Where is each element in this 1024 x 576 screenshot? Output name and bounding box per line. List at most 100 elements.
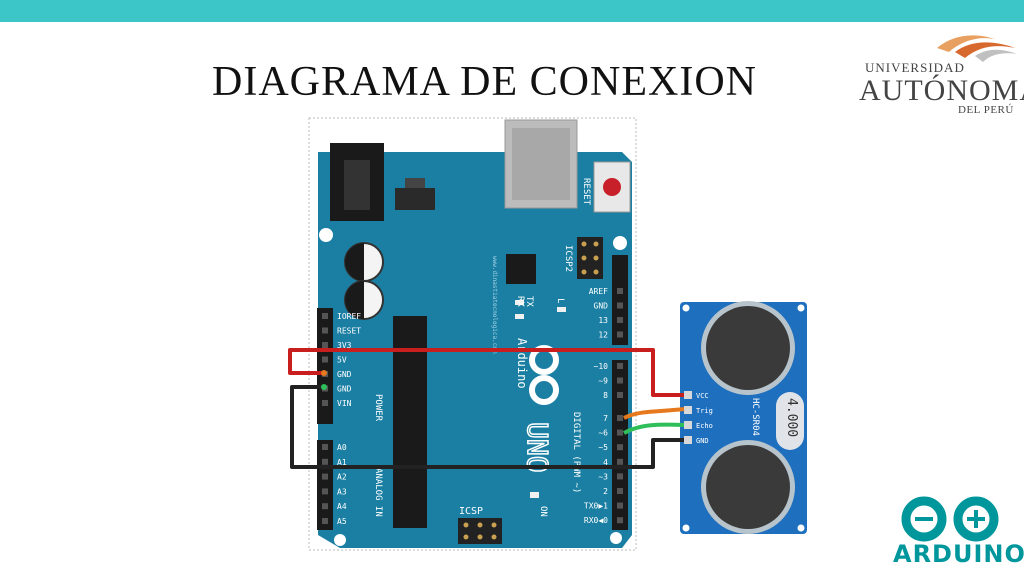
digital-pin-hole: [617, 444, 623, 451]
digital-pin-label: TX0▶1: [584, 502, 608, 511]
power-pin-hole: [322, 356, 328, 363]
power-pin-label: IOREF: [337, 312, 361, 321]
digital-pin-hole: [617, 502, 623, 509]
digital-pin-hole: [617, 363, 623, 369]
icsp2-label: ICSP2: [563, 245, 573, 272]
power-pin-hole: [322, 327, 328, 334]
sensor-pin: [684, 406, 692, 414]
university-logo-line2: AUTÓNOMA: [859, 74, 1024, 107]
digital-pin-label: GND: [594, 302, 609, 311]
board-brand: Arduino: [515, 338, 529, 389]
digital-pin-label: ~5: [598, 443, 608, 452]
rx-led: [515, 314, 524, 319]
crystal-oscillator: [776, 392, 804, 450]
mount-hole: [319, 228, 333, 242]
usb-chip: [506, 254, 536, 284]
wire-trig: [623, 407, 685, 420]
analog-pin-hole: [322, 444, 328, 450]
power-header: [317, 308, 333, 424]
digital-pin-hole: [617, 517, 623, 524]
icsp-label: ICSP: [459, 506, 483, 517]
l-label: L: [555, 298, 565, 303]
slide-title: DIAGRAMA DE CONEXION: [212, 59, 757, 105]
digital-pin-hole: [617, 302, 623, 309]
l-led: [557, 307, 566, 312]
wire-echo: [623, 422, 685, 435]
digital-pin-hole: [617, 458, 623, 465]
icsp-header: [458, 518, 502, 544]
analog-pin-hole: [322, 473, 328, 480]
analog-pin-hole: [322, 518, 328, 524]
wire-end: [321, 370, 327, 376]
analog-pin-label: A0: [337, 443, 347, 452]
university-logo: UNIVERSIDAD AUTÓNOMA DEL PERÚ: [855, 30, 1024, 120]
digital-pin-label: ~3: [598, 472, 608, 481]
sensor-pin-label: Echo: [696, 422, 713, 430]
analog-pin-label: A3: [337, 487, 347, 496]
digital-pin-hole: [617, 429, 623, 436]
rx-label: RX: [515, 296, 525, 307]
digital-pin-hole: [617, 377, 623, 384]
analog-pin-hole: [322, 458, 328, 465]
tx-label: TX: [524, 296, 534, 307]
analog-pin-hole: [322, 488, 328, 495]
mount-hole: [610, 532, 622, 544]
digital-pin-label: ~10: [594, 362, 609, 371]
power-pin-label: 3V3: [337, 341, 352, 350]
sensor-pin-label: Trig: [696, 407, 713, 415]
diagram-frame: [308, 117, 637, 551]
sensor-hole: [682, 524, 690, 532]
voltage-regulator: [395, 188, 435, 210]
power-pin-label: RESET: [337, 327, 361, 336]
mount-hole: [613, 236, 627, 250]
arduino-logo-icon: [901, 496, 999, 542]
uno-label: UNO: [521, 422, 554, 473]
power-pin-hole: [322, 313, 328, 319]
wire-vcc: [288, 348, 684, 397]
digital-pin-hole: [617, 331, 623, 338]
mount-hole: [334, 534, 346, 546]
sensor-hole: [797, 304, 805, 312]
atmega-chip: [393, 316, 427, 528]
digital-pin-hole: [617, 415, 623, 421]
arduino-logo-text: ARDUINO: [893, 540, 1024, 568]
sensor-pin: [684, 391, 692, 399]
reset-label: RESET: [581, 178, 591, 206]
digital-pin-label: 7: [603, 414, 608, 423]
icsp2-header: [577, 237, 603, 279]
digital-pin-label: ~6: [598, 429, 608, 438]
sensor-hole: [682, 304, 690, 312]
digital-pin-label: ~9: [598, 377, 608, 386]
sensor-pin: [684, 421, 692, 429]
power-pin-hole: [322, 400, 328, 406]
board-website: www.dinastiatecnologica.com: [491, 256, 498, 354]
analog-pin-label: A4: [337, 502, 347, 511]
power-section-label: POWER: [373, 394, 383, 422]
analog-pin-hole: [322, 503, 328, 510]
university-logo-line3: DEL PERÚ: [958, 104, 1014, 116]
sensor-pin-label: GND: [696, 437, 709, 445]
sensor-hole: [797, 524, 805, 532]
analog-pin-label: A2: [337, 473, 347, 482]
power-pin-label: VIN: [337, 399, 352, 408]
digital-pin-label: AREF: [589, 287, 608, 296]
university-logo-line1: UNIVERSIDAD: [865, 60, 965, 75]
pin-labels: IOREFRESET3V35VGNDGNDVINA0A1A2A3A4A5AREF…: [337, 287, 608, 526]
power-pin-label: GND: [337, 385, 352, 394]
analog-header: [317, 440, 333, 530]
digital-section-label: DIGITAL (PWM ~): [571, 412, 581, 493]
on-led: [530, 492, 539, 498]
digital-pin-label: 8: [603, 391, 608, 400]
digital-pin-hole: [617, 473, 623, 480]
wire-end: [321, 384, 327, 390]
wire-gnd: [290, 385, 684, 469]
digital-pin-label: 2: [603, 487, 608, 496]
university-swoosh-icon: [937, 35, 1017, 62]
analog-pin-label: A1: [337, 458, 347, 467]
digital-pin-label: 13: [598, 316, 608, 325]
digital-pin-hole: [617, 488, 623, 494]
tx-led: [515, 300, 524, 305]
analog-section-label: ANALOG IN: [373, 468, 383, 517]
power-pin-label: GND: [337, 370, 352, 379]
